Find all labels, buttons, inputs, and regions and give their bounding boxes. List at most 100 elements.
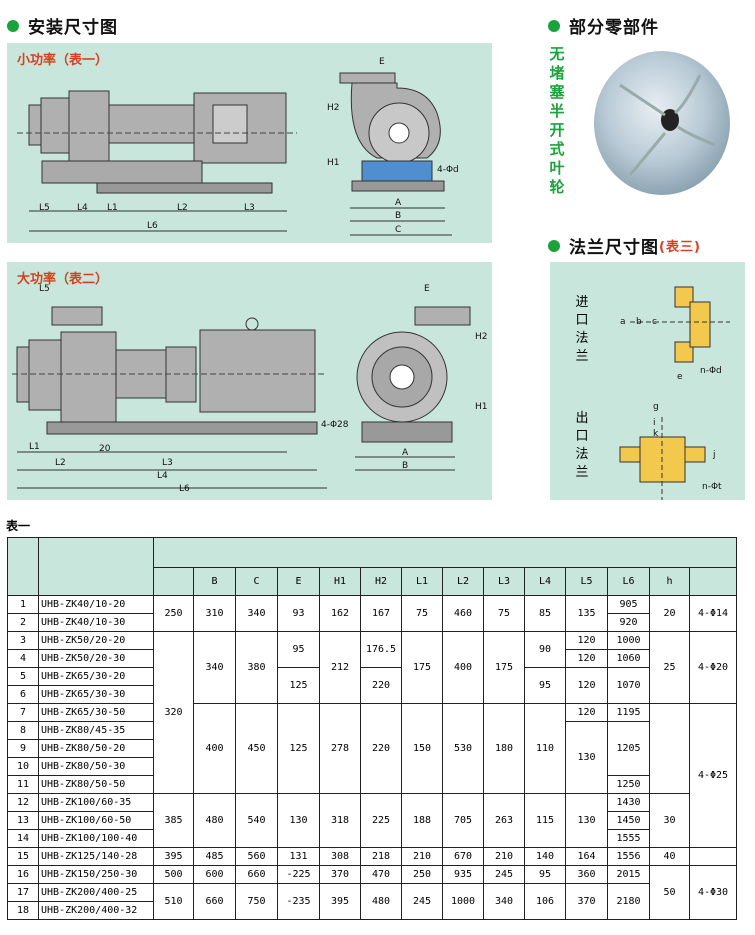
cell: 340 — [235, 595, 278, 632]
row-no: 17 — [7, 883, 39, 902]
row-no: 12 — [7, 793, 39, 812]
cell: 95 — [277, 631, 320, 668]
table-row: 17 UHB-ZK200/400-25 510 660 750 -235 395… — [7, 883, 737, 920]
header-l4: L4 — [524, 567, 566, 596]
cell: 135 — [565, 595, 608, 632]
cell: 450 — [235, 703, 278, 794]
row-no: 18 — [7, 901, 39, 920]
cell: 120 — [565, 631, 608, 650]
dim-l3: L3 — [162, 458, 173, 468]
dim-e: E — [379, 57, 385, 67]
dim-l1: L1 — [107, 203, 118, 213]
parts-section-title: 部分零部件 — [548, 13, 659, 38]
flange-diagram — [619, 286, 730, 500]
install-section-title: 安装尺寸图 — [7, 13, 118, 38]
install-title-text: 安装尺寸图 — [28, 18, 118, 38]
cell: 130 — [277, 793, 320, 848]
cell: 318 — [319, 793, 361, 848]
row-no: 16 — [7, 865, 39, 884]
cell: 370 — [319, 865, 361, 884]
dim-l4: L4 — [157, 471, 168, 481]
cell: 385 — [153, 793, 194, 848]
parts-title-text: 部分零部件 — [569, 18, 659, 38]
cell: 93 — [277, 595, 320, 632]
header-l1: L1 — [401, 567, 443, 596]
large-pump-diagram — [12, 306, 471, 489]
dim-20: 20 — [99, 444, 111, 454]
cell: 180 — [483, 703, 525, 794]
cell: 120 — [565, 649, 608, 668]
cell: -235 — [277, 883, 320, 920]
cell: 905 — [607, 595, 650, 614]
cell: 210 — [483, 847, 525, 866]
header-l2: L2 — [442, 567, 484, 596]
table-header-top — [7, 537, 737, 596]
cell: 220 — [360, 703, 402, 794]
cell: 360 — [565, 865, 608, 884]
table-row: 11 UHB-ZK80/50-50 1250 — [7, 775, 737, 794]
dim-c: c — [652, 317, 657, 327]
dim-l5: L5 — [39, 203, 50, 213]
cell: 705 — [442, 793, 484, 848]
cell: 380 — [235, 631, 278, 704]
cell: 125 — [277, 703, 320, 794]
dim-4-phi-28: 4-Φ28 — [321, 420, 349, 430]
cell: 1000 — [607, 631, 650, 650]
row-no: 8 — [7, 721, 39, 740]
dim-j: j — [713, 450, 716, 460]
cell: 85 — [524, 595, 566, 632]
table-header: B C E H1 H2 L1 L2 L3 L4 L5 L6 h — [8, 567, 737, 596]
cell: 540 — [235, 793, 278, 848]
flange-drawing: 进口法兰 出口法兰 a b c e n-Φd g i k j n-Φt — [550, 262, 745, 500]
cell: 485 — [193, 847, 236, 866]
cell: 510 — [153, 883, 194, 920]
large-power-drawing: 大功率（表二） L5 L1 L2 20 L3 L4 L6 E — [7, 262, 492, 500]
inlet-flange-label: 进口法兰 — [575, 295, 589, 364]
row-no: 2 — [7, 613, 39, 632]
dim-c: C — [395, 225, 402, 235]
cell: 20 — [649, 595, 690, 632]
cell: 920 — [607, 613, 650, 632]
table-row: 16 UHB-ZK150/250-30 500 600 660 -225 370… — [7, 865, 737, 920]
dim-n-phi-t: n-Φt — [702, 482, 722, 492]
cell: 110 — [524, 703, 566, 794]
row-model: UHB-ZK150/250-30 — [38, 865, 154, 884]
table-row: 5 UHB-ZK65/30-20 125 220 95 120 1070 — [7, 667, 737, 704]
cell: 395 — [153, 847, 194, 866]
cell: 395 — [319, 883, 361, 920]
row-model: UHB-ZK65/30-50 — [38, 703, 154, 722]
dim-n-phi-d: n-Φd — [700, 366, 722, 376]
header-a — [153, 567, 194, 596]
row-no: 6 — [7, 685, 39, 704]
small-power-label: 小功率（表一） — [17, 53, 109, 68]
dim-l2: L2 — [55, 458, 66, 468]
cell: 340 — [483, 883, 525, 920]
dim-h2: H2 — [327, 103, 340, 113]
row-model: UHB-ZK100/100-40 — [38, 829, 154, 848]
cell: 308 — [319, 847, 361, 866]
cell: 1195 — [607, 703, 650, 722]
row-model: UHB-ZK80/45-35 — [38, 721, 154, 740]
cell: 188 — [401, 793, 443, 848]
cell: 90 — [524, 631, 566, 668]
flange-section-title: 法兰尺寸图 (表三) — [548, 233, 701, 258]
cell: 1000 — [442, 883, 484, 920]
header-no — [7, 537, 39, 596]
dim-l6: L6 — [147, 221, 158, 231]
cell: 2015 — [607, 865, 650, 884]
cell: 320 — [153, 631, 194, 794]
dim-a: A — [395, 198, 402, 208]
header-e: E — [277, 567, 320, 596]
dim-l6: L6 — [179, 484, 190, 494]
table-row: 6 UHB-ZK65/30-30 — [7, 685, 737, 704]
cell: 278 — [319, 703, 361, 794]
cell: 95 — [524, 667, 566, 704]
row-model: UHB-ZK80/50-50 — [38, 775, 154, 794]
row-no: 10 — [7, 757, 39, 776]
cell: 95 — [524, 865, 566, 884]
dim-l3: L3 — [244, 203, 255, 213]
table-row: 12 UHB-ZK100/60-35 385 480 540 130 318 2… — [7, 793, 737, 848]
header-h1: H1 — [319, 567, 361, 596]
row-model: UHB-ZK50/20-20 — [38, 631, 154, 650]
cell: 460 — [442, 595, 484, 632]
